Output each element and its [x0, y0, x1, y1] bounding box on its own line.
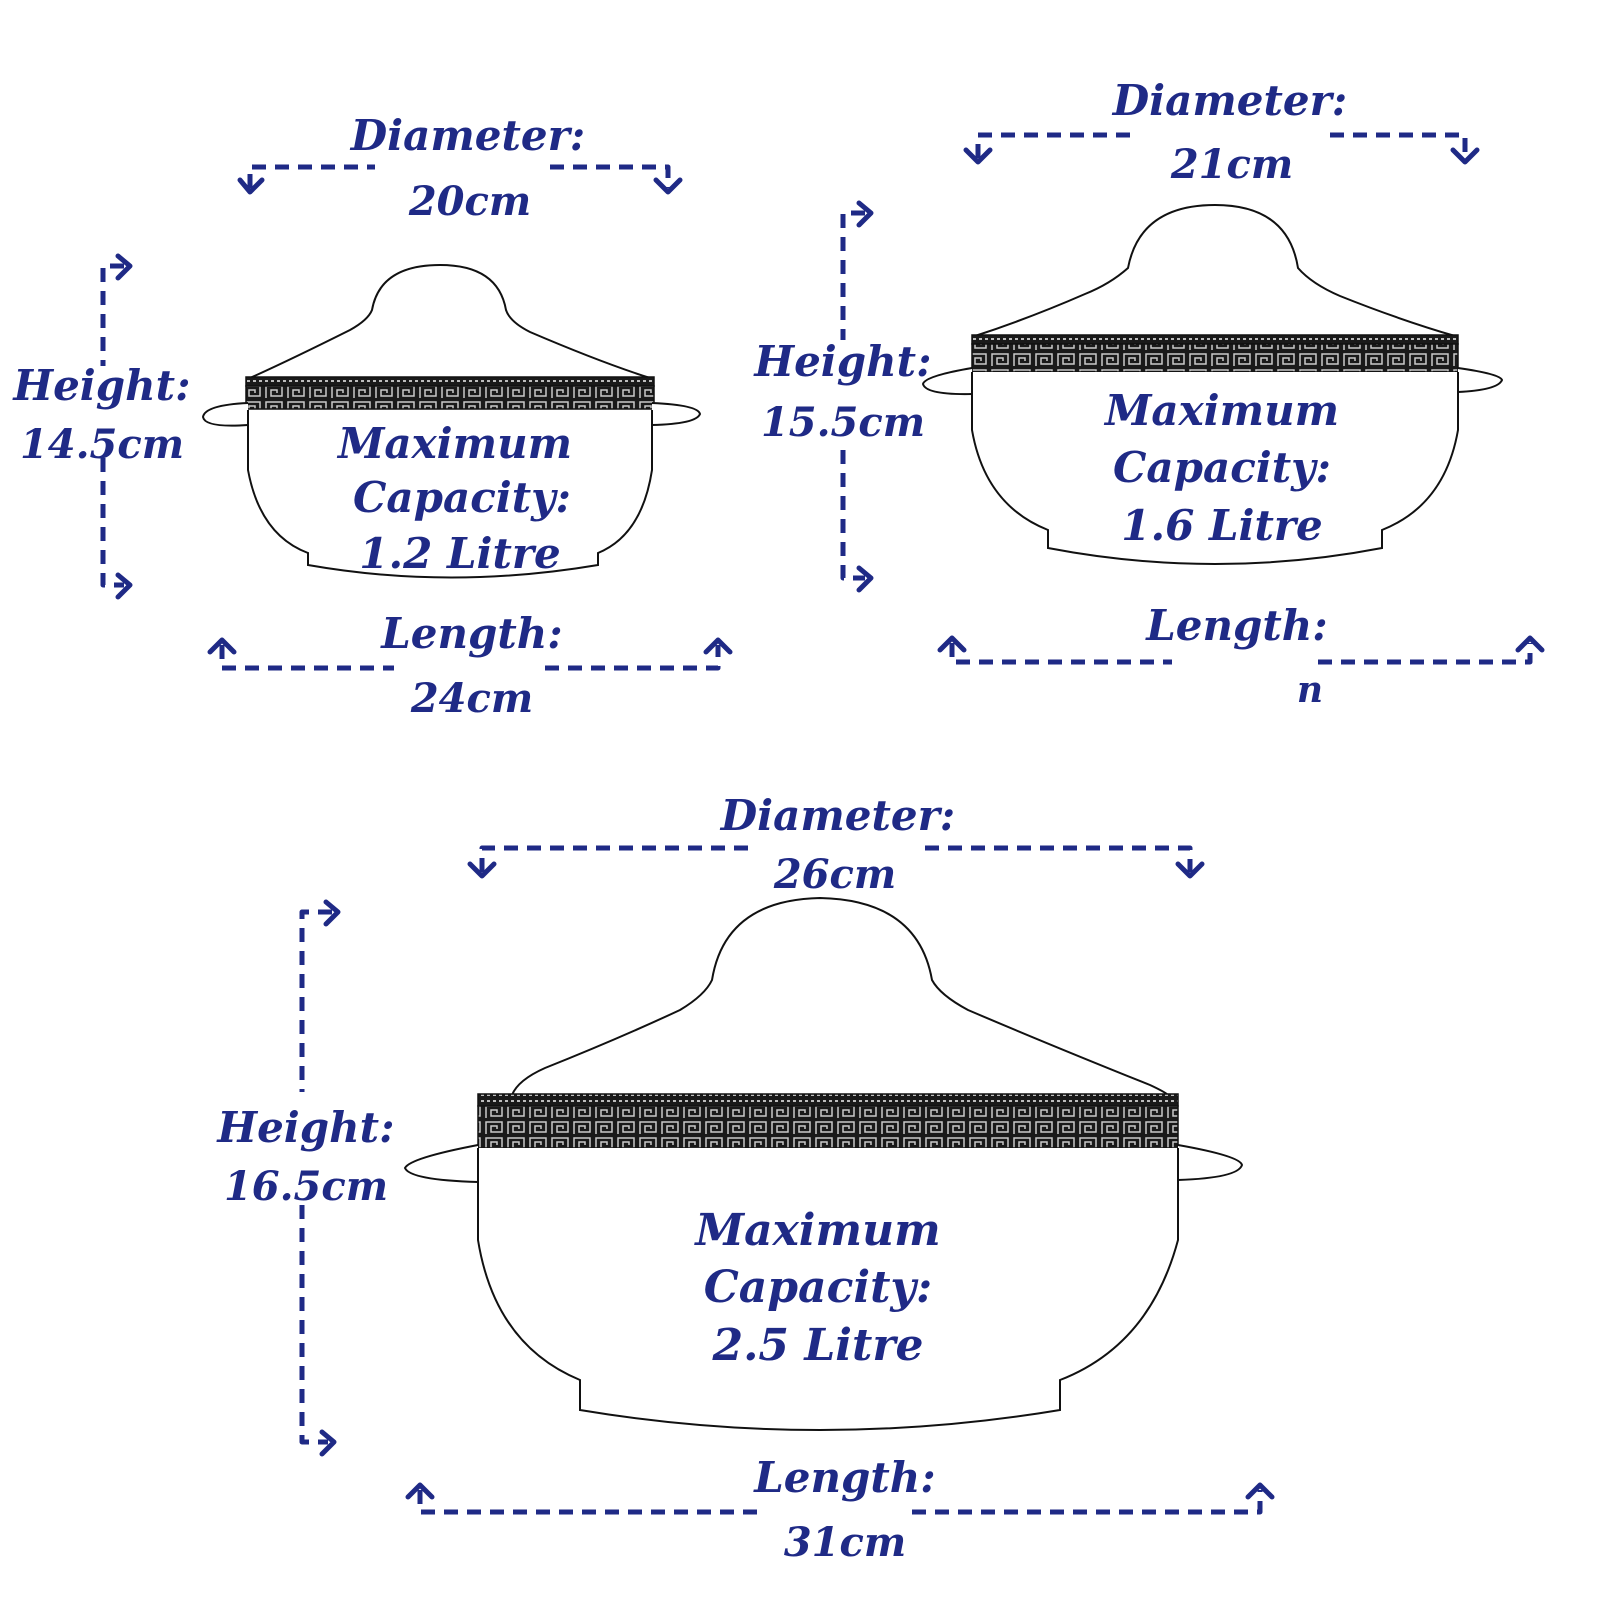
capacity-line-2: Capacity: — [353, 473, 571, 522]
dish-medium-rim-band — [971, 334, 1459, 345]
diameter-value: 26cm — [773, 851, 896, 898]
arrow-up-icon — [1245, 1482, 1275, 1500]
arrow-down-icon — [1450, 147, 1480, 165]
dish-small-rim-band — [245, 376, 655, 387]
arrow-up-icon — [405, 1482, 435, 1500]
capacity-line-3: 1.2 Litre — [359, 529, 560, 578]
diameter-value: 20cm — [408, 178, 531, 225]
arrow-down-icon — [467, 861, 497, 879]
dish-small-greek-band — [245, 385, 655, 410]
arrow-right-icon — [856, 200, 874, 228]
height-value: 14.5cm — [20, 421, 184, 468]
length-value: n — [1297, 669, 1323, 711]
dish-large-right-handle — [1177, 1144, 1244, 1181]
arrow-right-icon — [115, 572, 133, 600]
arrow-down-icon — [653, 177, 683, 195]
arrow-right-icon — [323, 899, 341, 927]
capacity-line-1: Maximum — [1103, 386, 1339, 435]
dish-small: Diameter: 20cm Height: 14.5cm Length: 24… — [12, 111, 733, 722]
length-label: Length: — [753, 1453, 936, 1502]
dish-small-bowl — [247, 410, 653, 579]
dish-medium: Diameter: 21cm Height: 15.5cm Length: n … — [753, 76, 1545, 711]
dish-large-lid — [510, 896, 1171, 1096]
arrow-down-icon — [963, 147, 993, 165]
dish-small-left-handle — [201, 402, 249, 427]
height-value: 15.5cm — [761, 399, 925, 446]
dish-large: Diameter: 26cm Height: 16.5cm Length: 31… — [216, 791, 1275, 1566]
height-label: Height: — [216, 1103, 394, 1152]
length-value: 31cm — [784, 1519, 906, 1566]
arrow-right-icon — [115, 253, 133, 281]
capacity-line-2: Capacity: — [1113, 443, 1331, 492]
arrow-down-icon — [1175, 861, 1205, 879]
dish-small-lid — [249, 263, 651, 379]
dish-medium-lid — [974, 203, 1456, 337]
arrow-down-icon — [237, 177, 265, 195]
capacity-line-1: Maximum — [336, 419, 572, 468]
arrow-right-icon — [319, 1429, 337, 1457]
diameter-label: Diameter: — [720, 791, 956, 840]
dish-large-left-handle — [403, 1144, 479, 1183]
diameter-label: Diameter: — [1112, 76, 1348, 125]
diameter-value: 21cm — [1170, 141, 1293, 188]
length-label: Length: — [380, 609, 563, 658]
arrow-up-icon — [703, 637, 733, 655]
dish-large-bowl — [477, 1148, 1179, 1431]
dish-small-right-handle — [651, 402, 702, 426]
dish-medium-bowl — [971, 372, 1459, 565]
dish-large-greek-band — [477, 1105, 1179, 1149]
dish-medium-greek-band — [971, 343, 1459, 373]
capacity-line-2: Capacity: — [704, 1262, 932, 1313]
length-value: 24cm — [410, 675, 533, 722]
diameter-label: Diameter: — [350, 111, 586, 160]
dish-medium-left-handle — [921, 367, 973, 396]
arrow-up-icon — [937, 635, 967, 653]
dish-large-rim-band — [477, 1093, 1179, 1107]
height-label: Height: — [12, 361, 190, 410]
height-value: 16.5cm — [224, 1163, 388, 1210]
capacity-line-1: Maximum — [693, 1205, 940, 1256]
arrow-up-icon — [1515, 635, 1545, 653]
arrow-right-icon — [856, 565, 874, 593]
height-label: Height: — [753, 337, 931, 386]
arrow-up-icon — [207, 637, 237, 655]
capacity-line-3: 1.6 Litre — [1121, 501, 1322, 550]
length-label: Length: — [1145, 601, 1328, 650]
dish-medium-right-handle — [1457, 367, 1504, 393]
capacity-line-3: 2.5 Litre — [711, 1320, 923, 1371]
